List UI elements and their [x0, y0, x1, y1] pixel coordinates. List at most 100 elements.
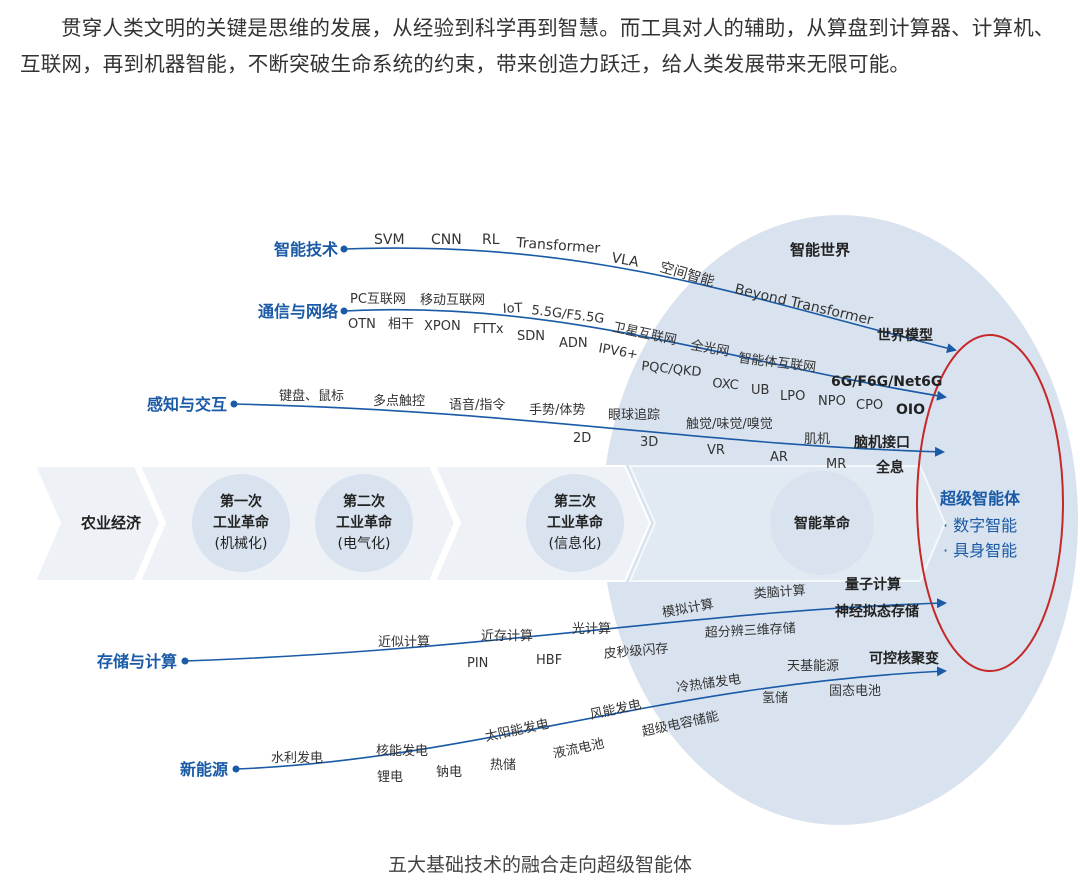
era-ai-label: 智能革命 — [793, 515, 851, 532]
sense-touch-taste-smell: 触觉/味觉/嗅觉 — [686, 417, 773, 432]
stream-energy-line — [235, 666, 947, 770]
comm-mobile-internet: 移动互联网 — [420, 293, 485, 308]
intelligent-world-label: 智能世界 — [790, 241, 850, 259]
compute-ps-flash: 皮秒级闪存 — [603, 641, 669, 662]
energy-solar: 太阳能发电 — [484, 716, 551, 745]
era-ir3-line2: 工业革命 — [547, 514, 604, 531]
sense-vr: VR — [707, 443, 725, 458]
stream-sense-line — [231, 403, 945, 457]
super-agent-ring — [916, 334, 1064, 672]
sense-voice: 语音/指令 — [449, 397, 505, 413]
stream-compute: 存储与计算 近似计算 近存计算 光计算 模拟计算 类脑计算 量子计算 PIN H… — [97, 576, 947, 671]
figure-caption: 五大基础技术的融合走向超级智能体 — [387, 854, 692, 876]
comm-oio: OIO — [896, 402, 925, 418]
stream-energy-dot — [232, 765, 240, 773]
energy-hydro: 水利发电 — [271, 750, 323, 766]
stream-comm: 通信与网络 PC互联网 移动互联网 IoT 5.5G/F5.5G 卫星互联网 全… — [258, 292, 947, 418]
compute-approx: 近似计算 — [378, 635, 430, 650]
era-agri-label: 农业经济 — [80, 514, 142, 532]
compute-hbf: HBF — [536, 653, 562, 668]
sense-eye-tracking: 眼球追踪 — [608, 407, 660, 423]
compute-neuro-storage: 神经拟态存储 — [835, 603, 919, 620]
stream-compute-dot — [181, 657, 189, 665]
ai-tech-svm: SVM — [374, 232, 405, 248]
comm-ipv6: IPV6+ — [597, 341, 639, 363]
comm-6g: 6G/F6G/Net6G — [831, 374, 942, 390]
era-ir2-line3: (电气化) — [338, 536, 391, 552]
energy-nuclear: 核能发电 — [376, 743, 428, 759]
stream-comm-dot — [340, 307, 348, 315]
sense-keyboard: 键盘、鼠标 — [279, 388, 344, 404]
era-ir2-line2: 工业革命 — [336, 514, 393, 531]
sense-multitouch: 多点触控 — [373, 393, 425, 409]
stream-energy-label: 新能源 — [180, 760, 228, 779]
energy-space-based: 天基能源 — [787, 659, 839, 674]
energy-sodium: 钠电 — [436, 765, 462, 780]
era-ir1-line2: 工业革命 — [213, 514, 270, 531]
era-ir1-line1: 第一次 — [220, 493, 262, 510]
comm-pc-internet: PC互联网 — [350, 292, 406, 307]
super-agent-embodied: · 具身智能 — [943, 541, 1017, 560]
stream-ai-tech-dot — [340, 245, 348, 253]
ai-tech-world-model: 世界模型 — [877, 327, 933, 344]
era-band: 农业经济 第一次 工业革命 (机械化) 第二次 工业革命 (电气化) 第三次 工… — [33, 465, 947, 582]
comm-xpon: XPON — [424, 319, 461, 334]
era-ir2-line1: 第二次 — [343, 493, 385, 510]
era-ir3-circle — [526, 474, 624, 572]
energy-heat: 热储 — [490, 758, 516, 773]
era-arrow-agri — [33, 465, 162, 582]
energy-flow-battery: 液流电池 — [552, 736, 606, 761]
ai-tech-rl: RL — [482, 232, 500, 248]
super-agent-digital: · 数字智能 — [943, 516, 1017, 535]
energy-solid-state: 固态电池 — [829, 684, 881, 699]
era-ir3-line1: 第三次 — [554, 493, 596, 510]
sense-gesture: 手势/体势 — [529, 402, 585, 418]
ai-tech-vla: VLA — [610, 250, 640, 271]
comm-all-optical: 全光网 — [689, 337, 730, 360]
sense-2d: 2D — [573, 431, 591, 446]
comm-oxc: OXC — [712, 376, 740, 393]
stream-ai-tech-label: 智能技术 — [274, 240, 338, 259]
energy-fusion: 可控核聚变 — [869, 650, 939, 667]
stream-compute-label: 存储与计算 — [97, 652, 177, 671]
ai-tech-spatial: 空间智能 — [658, 259, 716, 290]
comm-npo: NPO — [818, 394, 846, 409]
comm-iot: IoT — [502, 301, 523, 317]
comm-ub: UB — [751, 383, 769, 398]
compute-optical: 光计算 — [572, 622, 611, 637]
stream-sense-dot — [230, 400, 238, 408]
stream-compute-line — [184, 598, 947, 662]
stream-sense-label: 感知与交互 — [147, 395, 227, 414]
comm-coherent: 相干 — [388, 317, 414, 332]
comm-adn: ADN — [559, 336, 588, 351]
energy-wind: 风能发电 — [589, 696, 643, 722]
era-ir2-circle — [315, 474, 413, 572]
era-ir3-line3: (信息化) — [549, 535, 602, 552]
energy-hydrogen: 氢储 — [762, 691, 788, 706]
sense-mr: MR — [826, 457, 846, 472]
ai-tech-cnn: CNN — [431, 232, 462, 248]
era-ai-circle — [770, 471, 874, 575]
compute-3d-storage: 超分辨三维存储 — [704, 621, 796, 641]
intro-paragraph: 贯穿人类文明的关键是思维的发展，从经验到科学再到智慧。而工具对人的辅助，从算盘到… — [20, 16, 1055, 76]
compute-near-memory: 近存计算 — [481, 629, 533, 644]
comm-sdn: SDN — [517, 329, 545, 344]
ai-tech-transformer: Transformer — [515, 235, 601, 257]
comm-pqc: PQC/QKD — [641, 359, 703, 380]
sense-muscle: 肌机 — [804, 432, 830, 447]
sense-bci: 脑机接口 — [854, 434, 910, 451]
compute-quantum: 量子计算 — [845, 576, 901, 593]
comm-fttx: FTTx — [473, 322, 504, 337]
stream-comm-label: 通信与网络 — [258, 302, 338, 321]
comm-cpo: CPO — [856, 398, 883, 413]
sense-hologram: 全息 — [875, 459, 904, 476]
stream-ai-tech-line — [344, 247, 957, 353]
compute-neuromorphic: 类脑计算 — [753, 583, 806, 602]
comm-lpo: LPO — [780, 389, 805, 404]
sense-ar: AR — [770, 450, 788, 465]
comm-otn: OTN — [348, 317, 376, 332]
sense-3d: 3D — [640, 435, 658, 450]
compute-pin: PIN — [467, 656, 488, 671]
stream-comm-line — [344, 308, 947, 401]
